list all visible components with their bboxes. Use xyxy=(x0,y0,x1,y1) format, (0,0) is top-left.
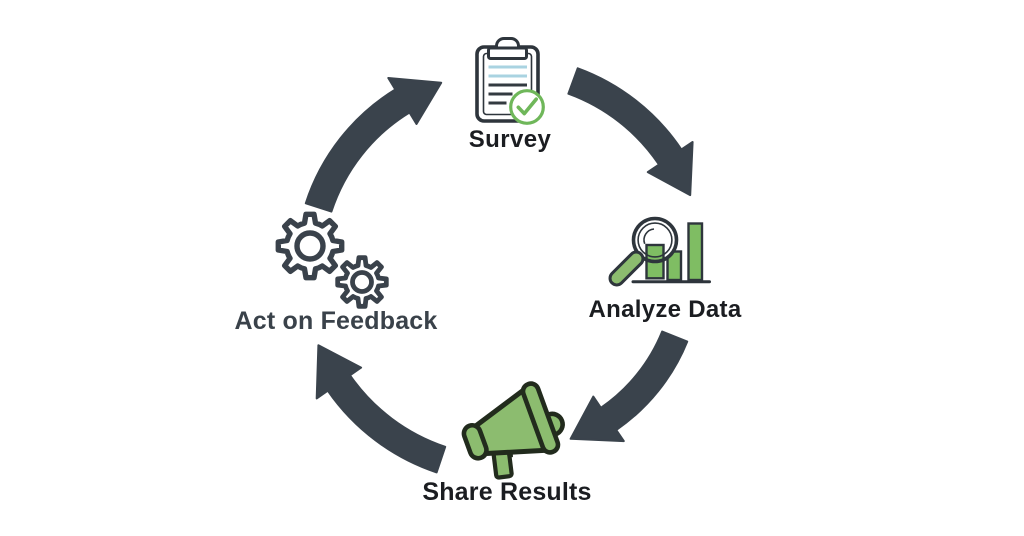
cycle-arrows xyxy=(304,67,694,474)
arrow-survey-to-analyze-data xyxy=(567,67,694,197)
gears-icon xyxy=(275,211,389,309)
gear-large-hole xyxy=(294,230,326,262)
gear-small-hole xyxy=(350,270,374,294)
step-label-act-on-feedback: Act on Feedback xyxy=(234,307,438,335)
step-label-analyze-data: Analyze Data xyxy=(588,296,742,323)
megaphone-icon xyxy=(461,381,565,480)
step-label-survey: Survey xyxy=(468,126,552,153)
megaphone-horn xyxy=(461,381,565,461)
arrow-analyze-data-to-share-results xyxy=(569,330,689,443)
arrow-act-on-feedback-to-survey xyxy=(304,77,443,213)
arrow-share-results-to-act-on-feedback xyxy=(315,344,447,474)
survey-clipboard-icon xyxy=(475,37,545,125)
magnifier-bar-chart-icon xyxy=(608,216,711,287)
check-circle-icon xyxy=(509,89,545,125)
magnifier-handle xyxy=(608,250,645,287)
step-label-share-results: Share Results xyxy=(422,478,592,506)
